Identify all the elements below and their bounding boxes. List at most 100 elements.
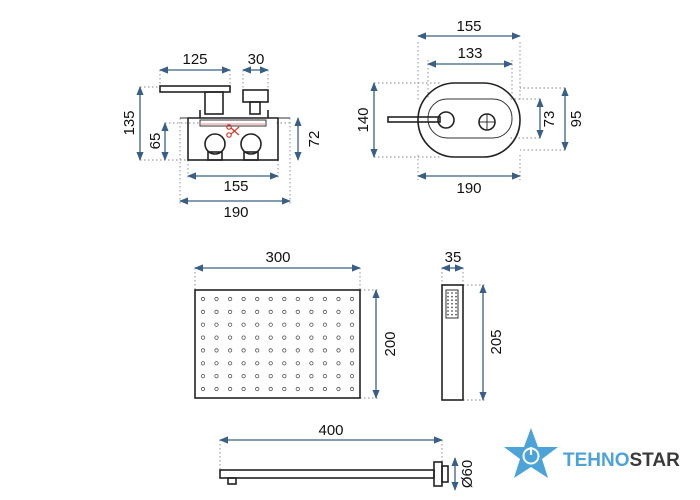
dim-95: 95 [568, 111, 585, 128]
nozzle-dot [282, 373, 287, 379]
nozzle-dot [349, 335, 355, 340]
nozzle-dot [228, 373, 233, 379]
dim-72: 72 [306, 131, 323, 148]
nozzle-dot [200, 322, 206, 327]
hand-nozzle-dot [447, 313, 449, 316]
nozzle-dot [255, 309, 260, 314]
nozzle-dot [255, 348, 260, 353]
hand-nozzle-dot [455, 313, 457, 316]
nozzle-dot [295, 361, 300, 366]
mixer-side-view: 125 30 135 65 72 155 190 [121, 51, 323, 221]
nozzle-dot [228, 348, 233, 353]
hand-nozzle-dot [455, 299, 457, 302]
hand-nozzle-dot [455, 310, 457, 312]
hand-nozzle-dot [451, 295, 453, 298]
nozzle-dot [322, 373, 327, 379]
hand-nozzle-dot [455, 302, 457, 305]
nozzle-dot [282, 335, 287, 340]
rain-head-view: 300 200 [194, 249, 399, 399]
nozzle-dot [309, 335, 314, 340]
nozzle-dot [268, 322, 273, 327]
nozzle-dot [309, 361, 314, 366]
nozzle-dot [295, 309, 300, 314]
nozzle-dot [349, 322, 355, 327]
nozzle-dot [322, 386, 327, 392]
hand-nozzle-dot [447, 299, 449, 302]
nozzle-dot [336, 348, 341, 353]
hand-nozzle-dot [451, 313, 453, 316]
nozzle-dot [214, 335, 219, 340]
nozzle-dot [228, 386, 233, 392]
hand-nozzle-dot [451, 306, 453, 309]
nozzle-dot [214, 296, 219, 302]
nozzle-dot [282, 296, 287, 302]
nozzle-grid [200, 296, 355, 392]
dim-155-side: 155 [223, 178, 248, 195]
nozzle-dot [241, 296, 246, 302]
nozzle-dot [241, 322, 246, 327]
hand-nozzle-dot [447, 310, 449, 312]
nozzle-dot [241, 348, 246, 353]
hand-shower-nozzles [447, 292, 457, 316]
nozzle-dot [309, 309, 314, 314]
nozzle-dot [241, 373, 246, 379]
logo-text-star: STAR [630, 450, 681, 471]
nozzle-dot [241, 335, 246, 340]
nozzle-dot [295, 296, 300, 302]
dim-diameter-60: Ø60 [459, 460, 476, 488]
nozzle-dot [228, 309, 233, 314]
nozzle-dot [214, 309, 219, 314]
nozzle-dot [322, 322, 327, 327]
nozzle-dot [228, 361, 233, 366]
hand-nozzle-dot [451, 302, 453, 305]
hand-nozzle-dot [447, 292, 449, 294]
tehnostar-logo: TEHNOSTAR [504, 428, 680, 478]
nozzle-dot [268, 296, 273, 302]
dim-140: 140 [355, 107, 372, 132]
dim-190-front: 190 [456, 180, 481, 197]
nozzle-dot [200, 296, 206, 302]
dim-400: 400 [318, 422, 343, 439]
nozzle-dot [214, 386, 219, 392]
hand-nozzle-dot [451, 299, 453, 302]
nozzle-dot [349, 386, 355, 392]
nozzle-dot [349, 296, 355, 302]
nozzle-dot [336, 296, 341, 302]
nozzle-dot [200, 386, 206, 392]
nozzle-dot [349, 348, 355, 353]
nozzle-dot [214, 373, 219, 379]
nozzle-dot [309, 322, 314, 327]
nozzle-dot [200, 335, 206, 340]
nozzle-dot [322, 335, 327, 340]
mixer-front-view: 155 133 140 73 95 190 [355, 18, 585, 197]
nozzle-dot [255, 386, 260, 392]
nozzle-dot [241, 361, 246, 366]
nozzle-dot [282, 361, 287, 366]
dim-35: 35 [445, 249, 462, 266]
nozzle-dot [309, 296, 314, 302]
nozzle-dot [295, 373, 300, 379]
nozzle-dot [268, 335, 273, 340]
dim-125: 125 [182, 51, 207, 68]
nozzle-dot [200, 309, 206, 314]
nozzle-dot [282, 322, 287, 327]
hand-shower-view: 35 205 [441, 249, 505, 401]
nozzle-dot [268, 309, 273, 314]
nozzle-dot [349, 373, 355, 379]
scissors-icon [226, 124, 240, 138]
nozzle-dot [322, 296, 327, 302]
star-power-icon [504, 428, 558, 478]
hand-nozzle-dot [447, 302, 449, 305]
hand-nozzle-dot [447, 306, 449, 309]
nozzle-dot [309, 348, 314, 353]
hand-nozzle-dot [451, 292, 453, 294]
nozzle-dot [282, 309, 287, 314]
nozzle-dot [336, 322, 341, 327]
nozzle-dot [295, 335, 300, 340]
nozzle-dot [228, 296, 233, 302]
nozzle-dot [255, 322, 260, 327]
shower-arm-view: 400 Ø60 [219, 422, 476, 491]
nozzle-dot [255, 361, 260, 366]
nozzle-dot [309, 386, 314, 392]
